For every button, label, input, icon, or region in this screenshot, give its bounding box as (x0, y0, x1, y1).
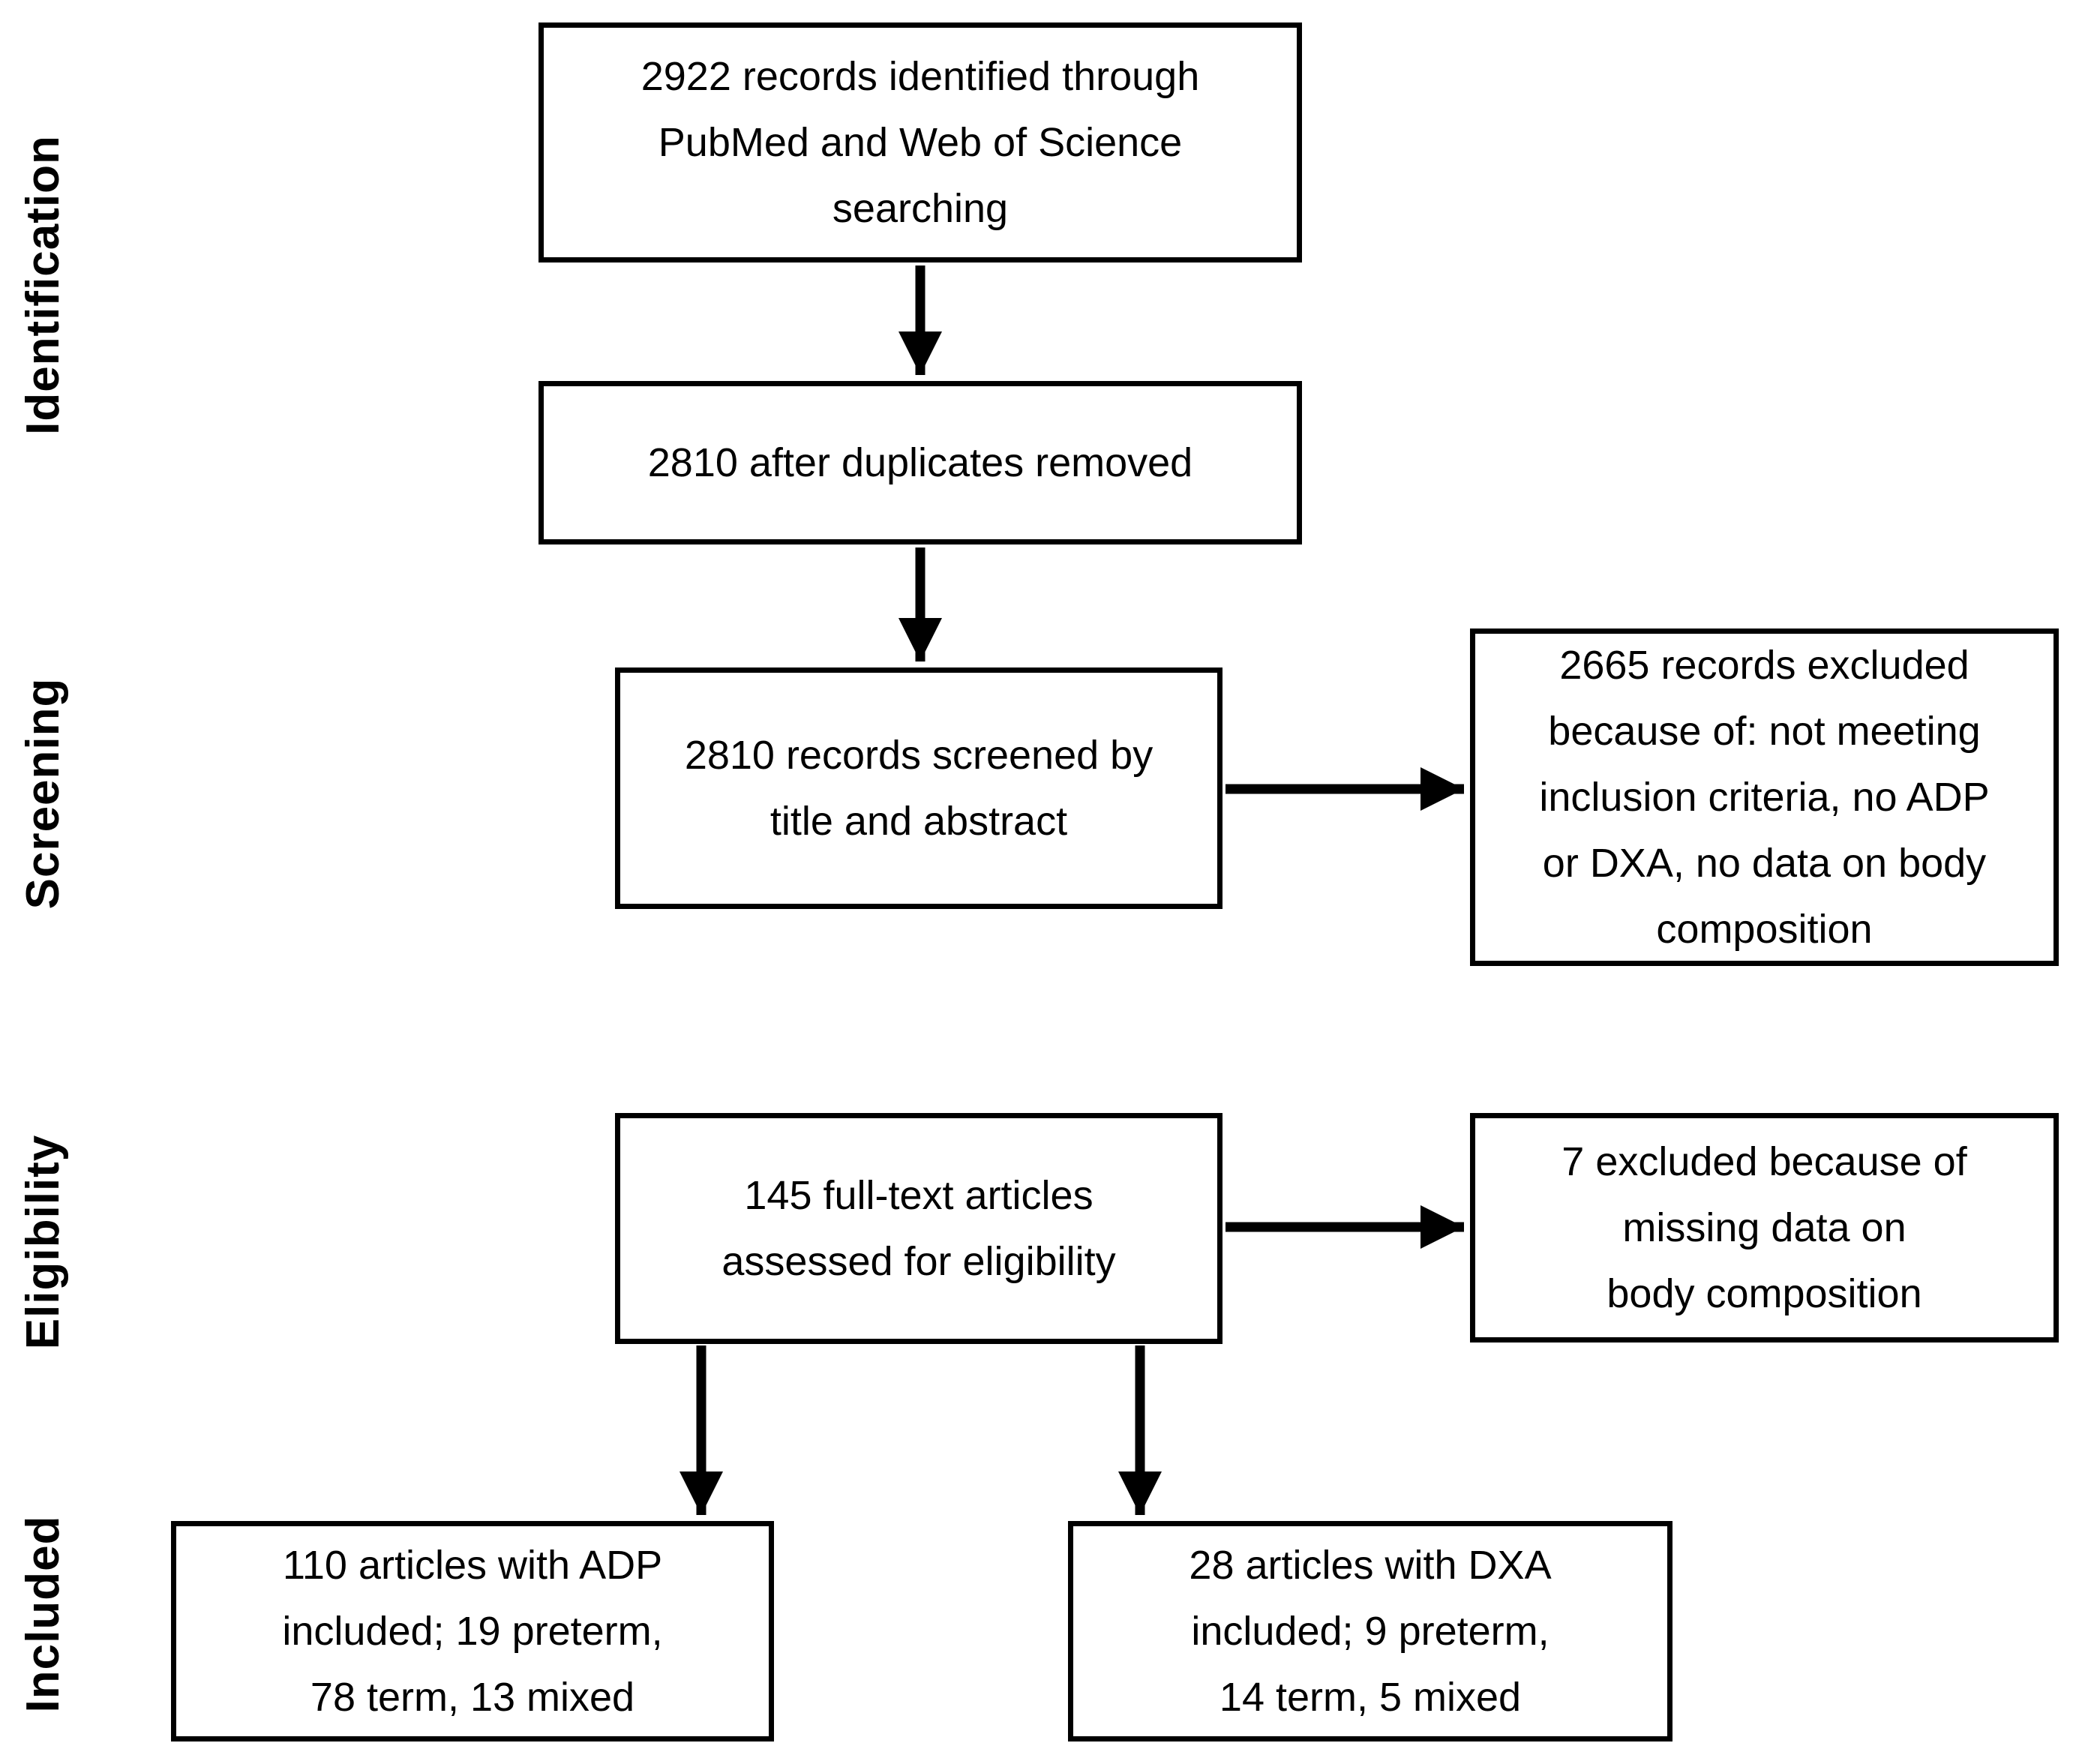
box-line: because of: not meeting (1548, 709, 1981, 754)
box-line: assessed for eligibility (722, 1239, 1116, 1284)
box-included-dxa: 28 articles with DXA included; 9 preterm… (1068, 1521, 1672, 1742)
box-line: included; 9 preterm, (1191, 1609, 1550, 1654)
box-line: 2810 after duplicates removed (647, 440, 1193, 485)
box-line: 14 term, 5 mixed (1219, 1675, 1522, 1720)
box-line: 2810 records screened by (684, 733, 1154, 778)
box-records-identified: 2922 records identified through PubMed a… (538, 22, 1302, 262)
stage-label-identification: Identification (17, 135, 69, 435)
box-line: 110 articles with ADP (282, 1543, 663, 1588)
box-line: inclusion criteria, no ADP (1539, 775, 1990, 820)
stage-label-screening: Screening (17, 677, 69, 910)
box-line: 28 articles with DXA (1189, 1543, 1552, 1588)
box-line: PubMed and Web of Science (658, 120, 1183, 165)
box-line: or DXA, no data on body (1542, 841, 1987, 886)
box-records-screened: 2810 records screened by title and abstr… (615, 668, 1222, 909)
box-screening-excluded: 2665 records excluded because of: not me… (1470, 628, 2059, 966)
box-line: 145 full-text articles (744, 1173, 1094, 1218)
box-line: title and abstract (770, 799, 1068, 844)
box-duplicates-removed: 2810 after duplicates removed (538, 381, 1302, 544)
box-line: 78 term, 13 mixed (310, 1675, 635, 1720)
box-fulltext-assessed: 145 full-text articles assessed for elig… (615, 1113, 1222, 1344)
box-included-adp: 110 articles with ADP included; 19 prete… (171, 1521, 774, 1742)
box-line: 2922 records identified through (640, 54, 1200, 99)
stage-label-included: Included (17, 1515, 69, 1713)
box-line: composition (1656, 907, 1873, 952)
box-line: body composition (1606, 1271, 1922, 1316)
box-line: 7 excluded because of (1562, 1139, 1967, 1184)
box-line: missing data on (1622, 1205, 1906, 1250)
box-line: included; 19 preterm, (282, 1609, 663, 1654)
box-eligibility-excluded: 7 excluded because of missing data on bo… (1470, 1113, 2059, 1342)
box-line: 2665 records excluded (1559, 643, 1970, 688)
box-line: searching (832, 186, 1009, 231)
